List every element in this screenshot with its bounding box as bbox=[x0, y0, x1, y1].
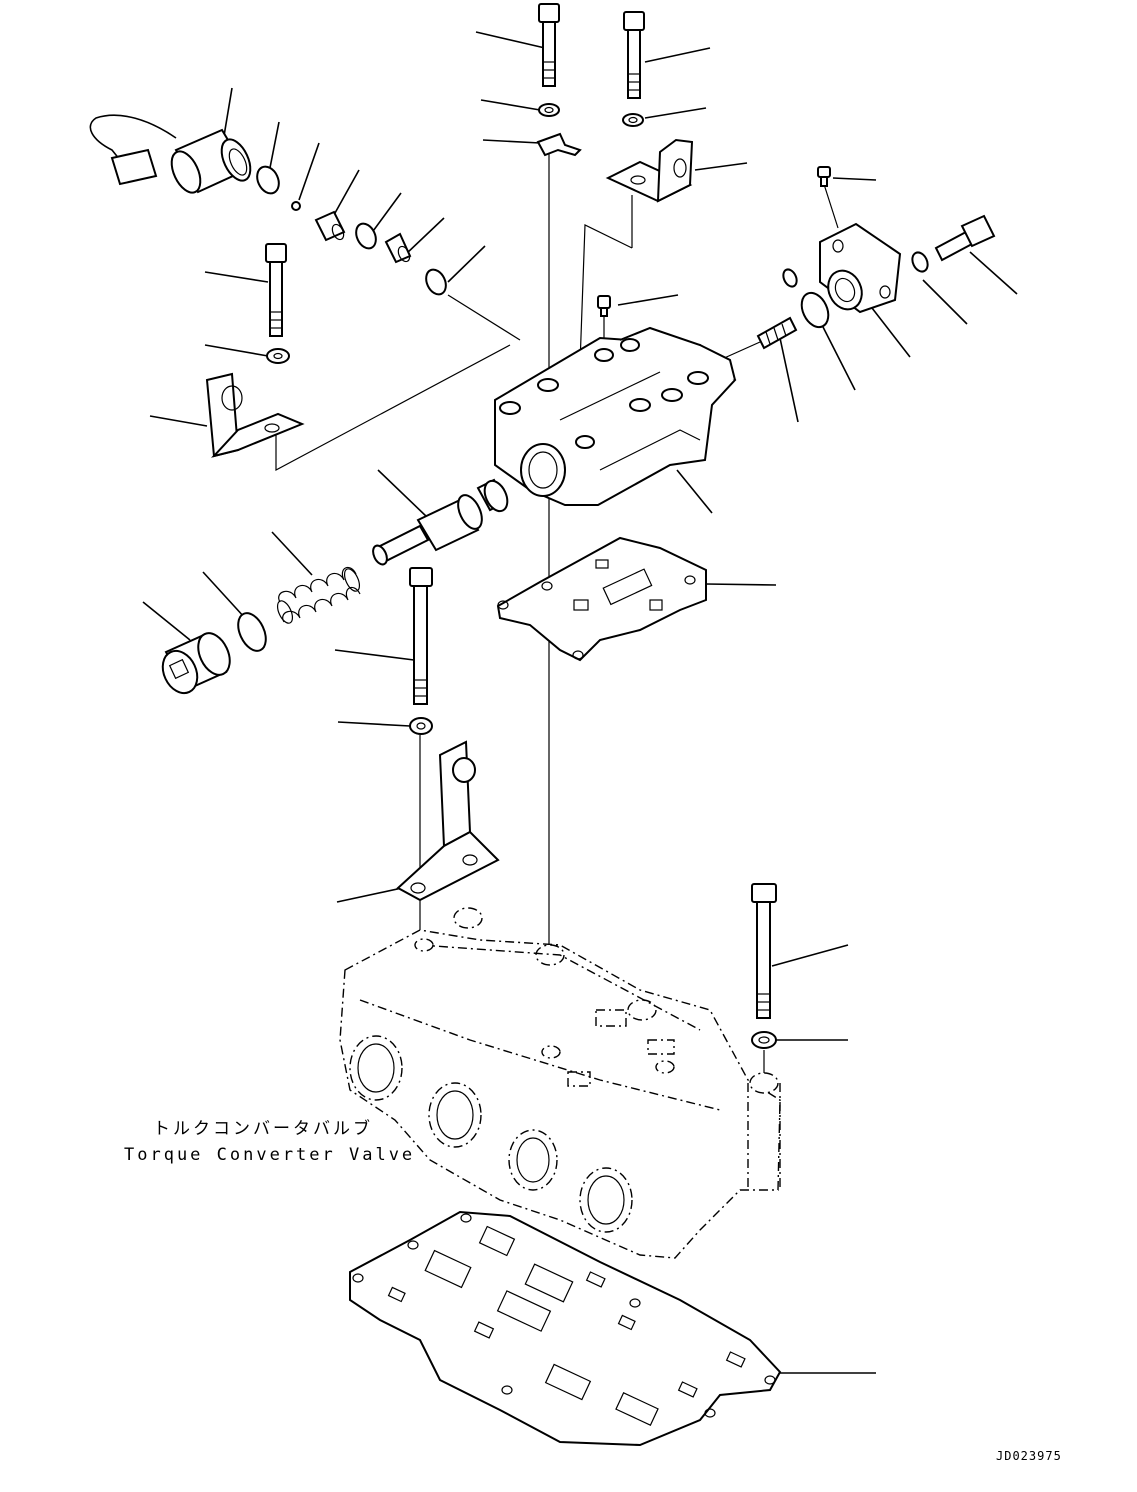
leader-line bbox=[969, 251, 1018, 295]
leader-line bbox=[271, 531, 313, 576]
plug-large bbox=[161, 632, 231, 695]
plug-fitting bbox=[384, 232, 412, 264]
leader-lines bbox=[142, 31, 1018, 1374]
ball bbox=[291, 201, 301, 211]
plug-fitting bbox=[314, 210, 346, 242]
leader-line bbox=[337, 721, 411, 727]
leader-line bbox=[377, 469, 429, 519]
leader-line bbox=[644, 107, 707, 119]
leader-line bbox=[676, 469, 713, 514]
o-ring bbox=[355, 222, 377, 250]
bolt-middle bbox=[409, 567, 433, 705]
solenoid-valve bbox=[89, 114, 252, 194]
drawing-code: JD023975 bbox=[996, 1449, 1062, 1463]
leader-line bbox=[336, 887, 403, 903]
alignment-line bbox=[275, 344, 511, 472]
cover-plate bbox=[819, 222, 902, 314]
washer bbox=[911, 251, 929, 273]
alignment-line bbox=[447, 294, 521, 341]
o-ring bbox=[800, 291, 830, 329]
lower-valve-body bbox=[339, 907, 781, 1259]
washer bbox=[409, 717, 433, 735]
spool bbox=[372, 478, 509, 566]
o-ring bbox=[425, 268, 447, 296]
top-bolt-left bbox=[538, 3, 560, 87]
leader-line bbox=[475, 31, 546, 49]
o-ring bbox=[256, 165, 280, 195]
leader-line bbox=[204, 271, 269, 283]
washer bbox=[266, 348, 290, 364]
spring-large bbox=[276, 566, 361, 624]
leader-line bbox=[204, 344, 269, 357]
bracket-middle bbox=[396, 740, 500, 902]
washer bbox=[751, 1031, 777, 1049]
bolt-lower-right bbox=[751, 883, 777, 1019]
set-screw bbox=[597, 295, 611, 317]
leader-line bbox=[334, 649, 415, 661]
screw-small bbox=[817, 166, 831, 187]
spring-small bbox=[756, 316, 798, 350]
caption-english: Torque Converter Valve bbox=[124, 1145, 415, 1165]
bolt-left bbox=[265, 243, 287, 337]
leader-line bbox=[447, 245, 486, 283]
leader-line bbox=[771, 944, 849, 967]
leader-line bbox=[202, 571, 246, 619]
leader-line bbox=[617, 294, 679, 306]
caption-japanese: トルクコンバータバルブ bbox=[153, 1118, 373, 1139]
leader-line bbox=[149, 415, 208, 427]
ball bbox=[782, 268, 798, 288]
leader-line bbox=[871, 307, 911, 358]
upper-valve-body bbox=[494, 326, 737, 506]
washer bbox=[538, 103, 560, 117]
leader-line bbox=[779, 337, 799, 423]
leader-line bbox=[922, 279, 968, 325]
leader-line bbox=[694, 162, 748, 171]
leader-line bbox=[142, 601, 191, 641]
leader-line bbox=[404, 217, 445, 256]
leader-line bbox=[482, 139, 541, 144]
gasket-upper bbox=[496, 536, 707, 662]
leader-line bbox=[705, 583, 777, 586]
bracket-top-right bbox=[605, 138, 694, 203]
washer bbox=[622, 113, 644, 127]
leader-line bbox=[298, 142, 320, 201]
leader-line bbox=[644, 47, 711, 63]
bracket-left bbox=[205, 372, 305, 458]
leader-line bbox=[821, 324, 856, 391]
bolt-right bbox=[934, 214, 996, 262]
clip bbox=[536, 132, 582, 157]
gasket-lower bbox=[349, 1210, 782, 1447]
leader-line bbox=[480, 99, 541, 111]
leader-line bbox=[832, 177, 877, 181]
top-bolt-right bbox=[623, 11, 645, 99]
o-ring bbox=[237, 612, 267, 652]
